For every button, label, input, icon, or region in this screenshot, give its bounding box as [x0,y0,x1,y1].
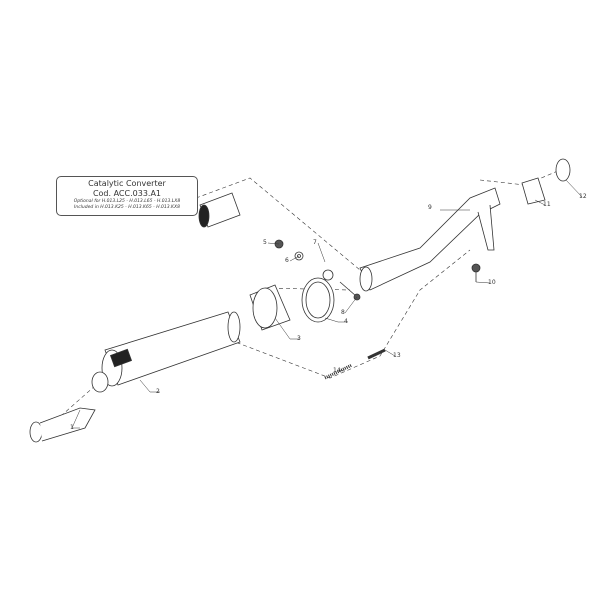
pin-part-13 [367,348,386,360]
link-pipe-part-9 [359,187,501,292]
catalytic-converter-callout: Catalytic Converter Cod. ACC.033.A1 Opti… [56,176,198,216]
part-label: 14 [333,367,341,374]
part-label: 11 [543,201,551,208]
part-label: 12 [579,193,587,200]
part-label: 5 [263,239,267,246]
part-label: 10 [488,279,496,286]
small-parts-5-6-7 [274,239,304,261]
callout-code: Cod. ACC.033.A1 [92,189,162,198]
clamp-part-3 [249,284,291,331]
clamp-part-12 [555,158,571,182]
callout-included: Included in H.013.K25 - H.013.K65 - H.01… [74,205,180,210]
end-cap-part-1 [29,407,96,443]
spring-part-14 [324,363,353,380]
callout-optional: Optional for H.013.L25 - H.013.L65 - H.0… [73,199,181,204]
part-label: 7 [313,239,317,246]
leader-lines [71,179,583,429]
part-label: 8 [341,309,345,316]
clamp-part-4 [301,269,335,323]
silencer-part-2 [91,311,241,393]
part-label: 1 [70,424,74,431]
bolt-part-10 [471,263,481,282]
part-label: 6 [285,257,289,264]
part-label: 3 [297,335,301,342]
callout-title: Catalytic Converter [88,179,166,188]
part-label: 9 [428,204,432,211]
catalytic-converter [198,192,241,228]
part-label: 13 [393,352,401,359]
sleeve-part-11 [521,177,546,205]
part-label: 4 [344,318,348,325]
part-label: 2 [156,388,160,395]
